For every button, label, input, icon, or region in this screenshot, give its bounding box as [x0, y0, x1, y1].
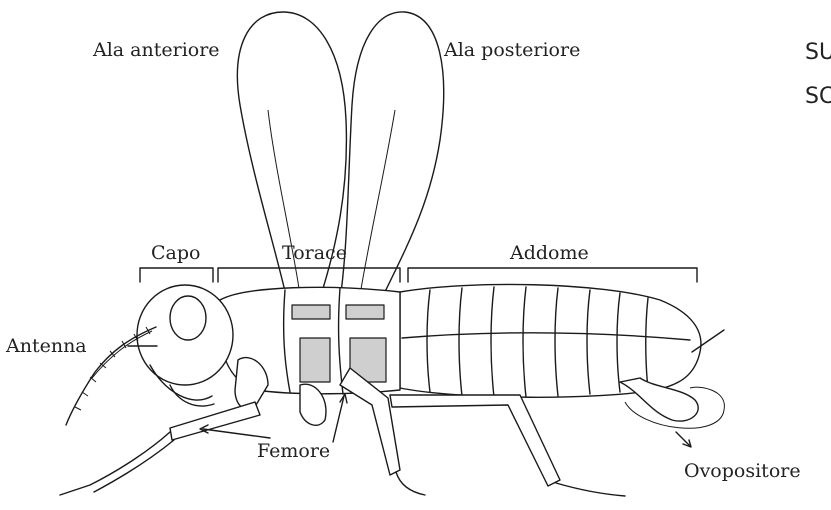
compound-eye [170, 296, 206, 340]
label-addome: Addome [509, 242, 589, 264]
bracket-capo [140, 268, 213, 282]
label-ala-anteriore: Ala anteriore [92, 39, 220, 61]
region-brackets [140, 268, 697, 282]
label-torace: Torace [282, 242, 347, 264]
label-ovopositore: Ovopositore [684, 460, 801, 482]
side-text-line2: SC [805, 84, 831, 109]
hind-leg [390, 395, 560, 486]
label-capo: Capo [151, 242, 200, 264]
label-ala-posteriore: Ala posteriore [443, 39, 580, 61]
abdomen [400, 284, 701, 397]
hindwing [340, 12, 444, 300]
bracket-addome [408, 268, 697, 282]
side-text-line1: SU [805, 40, 831, 65]
label-antenna: Antenna [5, 335, 87, 357]
label-femore: Femore [257, 440, 330, 462]
